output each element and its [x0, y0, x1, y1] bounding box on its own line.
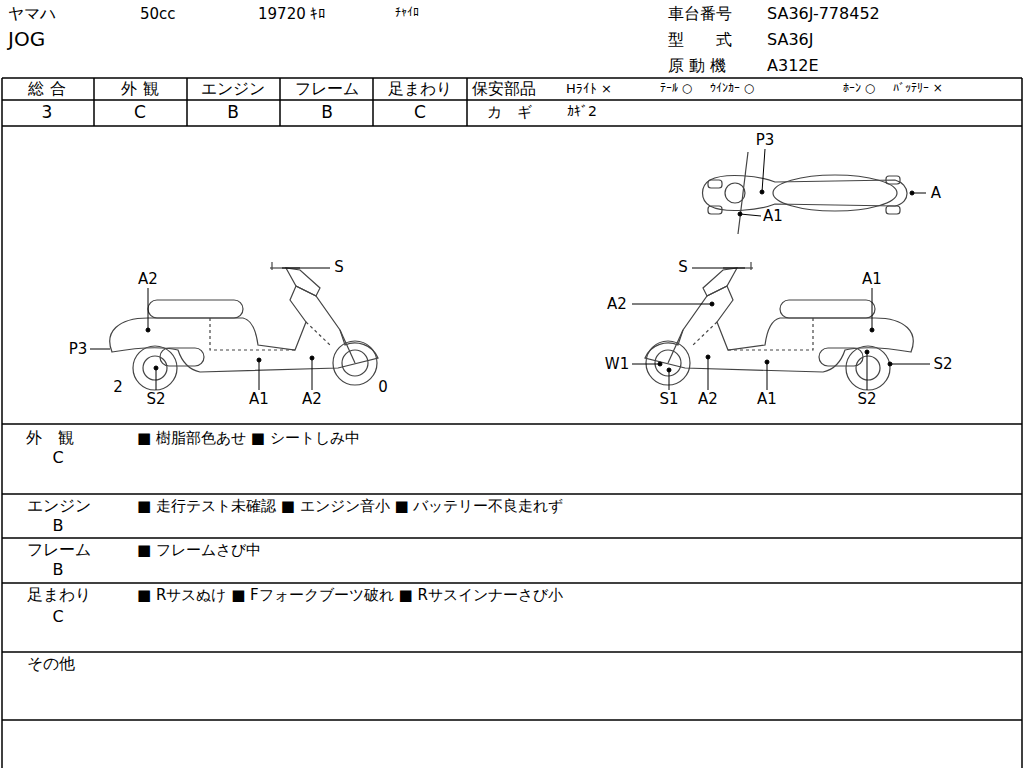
model-name: JOG — [8, 28, 45, 50]
callout-code: A1 — [757, 391, 777, 408]
field-name: 型 式 — [668, 31, 732, 49]
table-lines — [2, 78, 1022, 768]
grade-value: B — [321, 103, 333, 122]
field-name: 原 動 機 — [668, 57, 726, 75]
maker-name: ヤマハ — [8, 5, 56, 23]
safety-header: 保安部品 — [472, 80, 536, 98]
safety-item: ﾊﾞｯﾃﾘｰ × — [893, 82, 943, 95]
callout-code: A2 — [698, 391, 718, 408]
safety-item: Hﾗｲﾄ × — [566, 82, 612, 96]
field-name: 車台番号 — [668, 5, 732, 23]
color: ﾁｬｲﾛ — [395, 6, 419, 19]
callout-code: S1 — [659, 391, 678, 408]
scooter-right-view — [645, 262, 913, 390]
key-value: ｶｷﾞ2 — [567, 104, 597, 119]
key-header: カ ギ — [487, 104, 532, 121]
grade-value: C — [414, 103, 426, 122]
scooter-top-view — [703, 152, 908, 234]
safety-item: ﾃｰﾙ ○ — [660, 82, 692, 95]
safety-item: ﾎｰﾝ ○ — [843, 82, 875, 95]
mileage: 19720 ｷﾛ — [258, 6, 327, 23]
grade-header: エンジン — [201, 80, 265, 98]
section-header: 足まわり — [27, 586, 91, 604]
grade-header: 外 観 — [121, 80, 158, 98]
callout-number: 0 — [378, 379, 388, 396]
grade-header: 足まわり — [388, 80, 452, 98]
callout-code: A1 — [249, 391, 269, 408]
grade-header: フレーム — [295, 80, 359, 98]
callout-code: S2 — [146, 391, 165, 408]
field-value: SA36J-778452 — [767, 5, 880, 23]
displacement: 50cc — [140, 6, 176, 23]
remark-text: ■ Rサスぬけ ■ Fフォークブーツ破れ ■ Rサスインナーさび小 — [137, 587, 563, 604]
callout-code: A1 — [763, 208, 783, 225]
section-header: 外 観 — [26, 429, 74, 447]
grade-header: 総 合 — [28, 80, 65, 98]
callout-code: A2 — [607, 296, 627, 313]
scooter-left-view — [110, 262, 378, 390]
remark-text: ■ 樹脂部色あせ ■ シートしみ中 — [137, 430, 360, 447]
callout-code: S2 — [857, 391, 876, 408]
field-value: SA36J — [767, 31, 813, 49]
callout-code: S — [334, 259, 344, 276]
remark-text: ■ フレームさび中 — [137, 542, 261, 559]
callout-code: A — [931, 185, 941, 202]
section-grade: C — [52, 608, 63, 626]
callout-code: A2 — [302, 391, 322, 408]
section-grade: B — [53, 561, 64, 579]
field-value: A312E — [767, 57, 819, 75]
callout-code: W1 — [605, 356, 629, 373]
section-header: エンジン — [27, 497, 91, 515]
safety-item: ｳｲﾝｶｰ ○ — [710, 82, 754, 95]
leader-lines — [90, 149, 930, 390]
section-grade: B — [53, 517, 64, 535]
callout-code: A1 — [862, 271, 882, 288]
section-grade: C — [52, 449, 63, 467]
callout-number: 2 — [113, 379, 123, 396]
callout-code: A2 — [138, 271, 158, 288]
callout-code: P3 — [69, 341, 88, 358]
grade-value: 3 — [42, 103, 53, 122]
section-header: フレーム — [27, 541, 91, 559]
grade-value: C — [134, 103, 146, 122]
section-header: その他 — [27, 655, 75, 673]
remark-text: ■ 走行テスト未確認 ■ エンジン音小 ■ バッテリー不良走れず — [137, 498, 563, 515]
grade-value: B — [227, 103, 239, 122]
callout-code: S — [678, 259, 688, 276]
callout-code: P3 — [756, 132, 775, 149]
callout-code: S2 — [933, 356, 952, 373]
